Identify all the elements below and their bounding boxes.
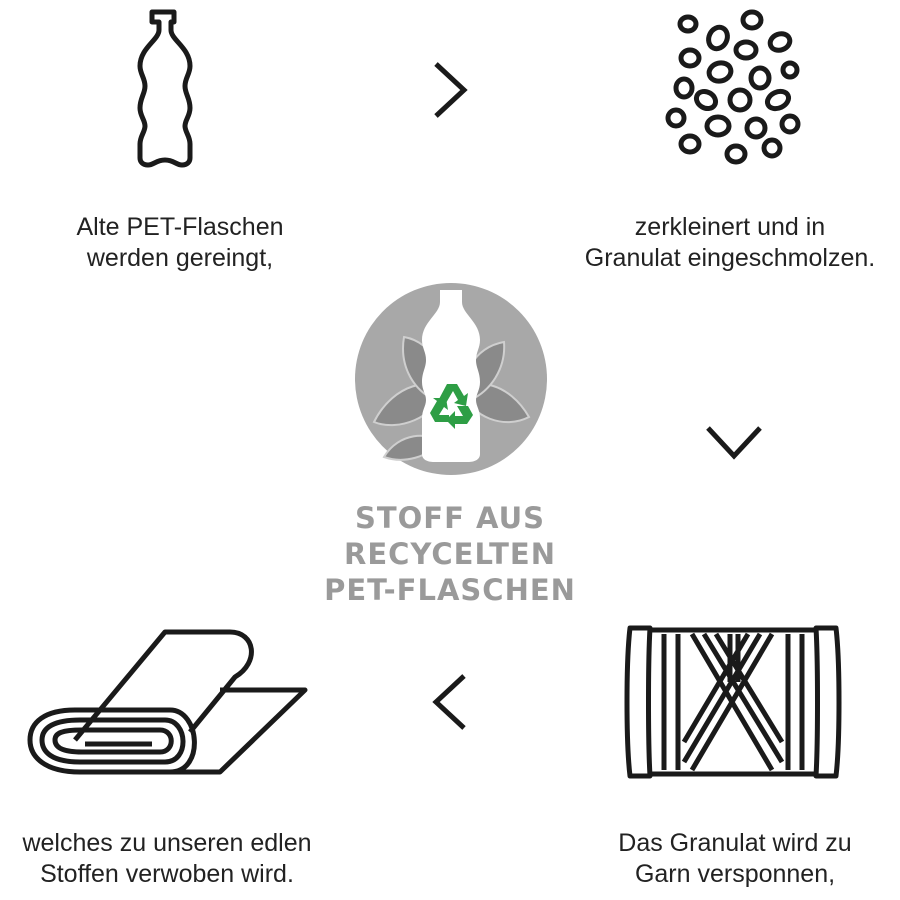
center-title-line-3: PET-FLASCHEN	[324, 573, 576, 607]
step-2-line-1: zerkleinert und in	[634, 213, 826, 241]
center-title-line-1: STOFF AUS	[354, 501, 546, 535]
fabric-roll-icon	[27, 629, 308, 775]
step-1-line-1: Alte PET-Flaschen	[76, 213, 284, 241]
bottle-icon	[137, 9, 193, 168]
step-1-line-2: werden gereingt,	[86, 244, 274, 272]
step-2-line-2: Granulat eingeschmolzen.	[584, 244, 876, 272]
granulate-icon	[665, 9, 801, 165]
step-4-line-2: Stoffen verwoben wird.	[40, 860, 294, 888]
chevron-left-icon	[432, 674, 466, 730]
step-3-caption: Das Granulat wird zu Garn versponnen,	[580, 828, 890, 890]
step-4-caption: welches zu unseren edlen Stoffen verwobe…	[0, 828, 334, 890]
step-1-caption: Alte PET-Flaschen werden gereingt,	[30, 212, 330, 274]
step-2-caption: zerkleinert und in Granulat eingeschmolz…	[560, 212, 900, 274]
recycled-bottle-badge-icon	[355, 283, 547, 475]
chevron-down-icon	[706, 426, 762, 460]
yarn-spool-icon	[624, 625, 842, 779]
center-title: STOFF AUS RECYCELTEN PET-FLASCHEN	[250, 500, 650, 608]
chevron-right-icon	[434, 62, 468, 118]
step-3-line-1: Das Granulat wird zu	[618, 829, 852, 857]
step-4-line-1: welches zu unseren edlen	[22, 829, 312, 857]
step-3-line-2: Garn versponnen,	[634, 860, 836, 888]
center-title-line-2: RECYCELTEN	[343, 537, 557, 571]
